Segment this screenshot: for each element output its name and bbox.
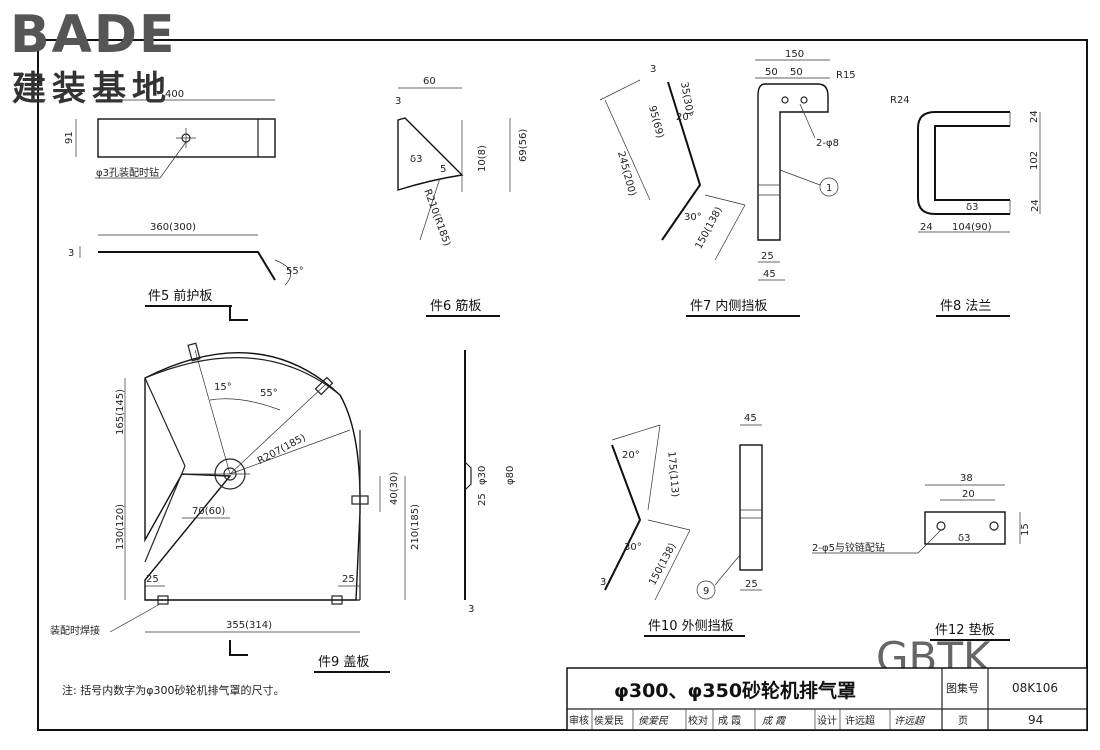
p7-holes: 2-φ8 <box>816 138 839 149</box>
p10-angle20: 20° <box>622 450 640 461</box>
part12: 38 20 δ3 15 2-φ5与铰链配钻 件12 垫板 <box>812 473 1031 641</box>
part5: 400 91 φ3孔装配时钻 360(300) 3 55° 件5 前护板 <box>64 89 304 307</box>
p6-dim-h2: 69(56) <box>518 129 529 162</box>
p9-caption: 件9 盖板 <box>318 655 369 670</box>
p12-holes-note: 2-φ5与铰链配钻 <box>812 541 885 554</box>
drawing-title: φ300、φ350砂轮机排气罩 <box>614 679 856 702</box>
p12-thk: δ3 <box>958 533 970 544</box>
p5-dim-bend: 360(300) <box>150 222 196 233</box>
p7-dim-50b: 50 <box>790 67 803 78</box>
p9-angle15: 15° <box>214 382 232 393</box>
part10: 20° 175(113) 30° 150(138) 3 45 9 25 件10 … <box>600 413 763 637</box>
p5-dim-thk: 3 <box>68 248 74 259</box>
p10-dim-25: 25 <box>745 579 758 590</box>
tb-page-label: 页 <box>958 715 968 727</box>
p9-dim-25b: 25 <box>342 574 355 585</box>
p8-dim-102: 102 <box>1029 151 1040 170</box>
p10-dim-3: 3 <box>600 577 606 588</box>
p6-thk: δ3 <box>410 154 422 165</box>
tb-reviewer-sig: 侯爱民 <box>638 715 669 727</box>
p9-weld-note: 装配时焊接 <box>50 624 100 637</box>
p7-dim-3: 3 <box>650 64 656 75</box>
p7-dim-95: 95(69) <box>646 105 665 140</box>
p9-angle55: 55° <box>260 388 278 399</box>
p12-dim-15: 15 <box>1020 523 1031 536</box>
side-d30: φ30 <box>477 466 488 485</box>
tb-designer-sig: 许远超 <box>894 715 926 727</box>
p12-caption: 件12 垫板 <box>935 622 995 638</box>
p12-dim-38: 38 <box>960 473 973 484</box>
p8-thk: δ3 <box>966 202 978 213</box>
p10-angle30: 30° <box>624 542 642 553</box>
logo-brand: BADE <box>10 5 177 65</box>
p9-dim-355: 355(314) <box>226 620 272 631</box>
p9-dim-210: 210(185) <box>410 504 421 550</box>
p7-dim-45: 45 <box>763 269 776 280</box>
p9-dim-40: 40(30) <box>389 472 400 505</box>
side-d3: 3 <box>468 604 474 615</box>
title-block: φ300、φ350砂轮机排气罩 图集号 08K106 审核 侯爱民 侯爱民 校对… <box>566 667 1088 731</box>
p8-caption: 件8 法兰 <box>940 299 991 314</box>
tb-page-no: 94 <box>1028 713 1043 727</box>
p8-dim-24a: 24 <box>1029 110 1040 123</box>
logo-subtitle: 建装基地 <box>12 69 172 109</box>
p6-dim-h1: 10(8) <box>477 145 488 172</box>
side-d80: φ80 <box>505 466 516 485</box>
tb-designer: 许远超 <box>845 714 875 727</box>
p5-caption: 件5 前护板 <box>148 288 212 304</box>
p7-r15: R15 <box>836 70 856 81</box>
p10-caption: 件10 外侧挡板 <box>648 619 734 634</box>
tb-review: 审核 <box>569 714 589 727</box>
p8-dim-24b: 24 <box>1030 199 1041 212</box>
tb-reviewer: 侯爱民 <box>594 714 624 727</box>
p5-dim-angle: 55° <box>286 266 304 277</box>
p9-dim-25a: 25 <box>146 574 159 585</box>
p10-dim-150: 150(138) <box>647 541 678 587</box>
tb-checker-sig: 成 霞 <box>762 715 786 727</box>
p5-hole-note: φ3孔装配时钻 <box>96 166 159 179</box>
part8: R24 24 102 24 δ3 24 104(90) 件8 法兰 <box>890 95 1041 317</box>
p8-r24: R24 <box>890 95 910 106</box>
tb-design: 设计 <box>817 714 837 727</box>
p6-dim-top: 60 <box>423 76 436 87</box>
p6-dim-r: R210(R185) <box>421 188 452 248</box>
p9-dim-165: 165(145) <box>115 389 126 435</box>
p7-dim-245: 245(200) <box>615 150 638 197</box>
p10-dim-175: 175(113) <box>665 451 680 498</box>
p7-caption: 件7 内侧挡板 <box>690 298 767 314</box>
p7-dim-150b: 150 <box>785 49 804 60</box>
p9-r207: R207(185) <box>256 432 308 467</box>
p8-dim-24c: 24 <box>920 222 933 233</box>
p6-dim-5: 5 <box>440 164 446 175</box>
p7-dim-25: 25 <box>761 251 774 262</box>
p6-caption: 件6 筋板 <box>430 298 481 314</box>
p6-dim-small: 3 <box>395 96 401 107</box>
p7-callout: 1 <box>826 183 832 194</box>
logo: BADE 建装基地 <box>10 5 177 109</box>
atlas-no: 08K106 <box>1012 681 1058 695</box>
p5-dim-height: 91 <box>64 131 75 144</box>
p7-angle-bot: 30° <box>684 212 702 223</box>
p5-dim-width: 400 <box>165 89 184 100</box>
p10-callout: 9 <box>703 586 709 597</box>
part6: 60 3 δ3 5 10(8) 69(56) R210(R185) 件6 筋板 <box>395 76 529 317</box>
p7-angle-top: 20° <box>676 112 694 123</box>
part9: 15° 55° R207(185) 165(145) 130(120) 70(6… <box>50 305 421 673</box>
atlas-label: 图集号 <box>946 681 979 695</box>
sheet-border <box>37 39 1088 731</box>
part7: 3 35(30) 95(69) 245(200) 20° 30° 150(138… <box>599 49 856 317</box>
p7-dim-35: 35(30) <box>678 81 695 116</box>
p9-dim-130: 130(120) <box>115 504 126 550</box>
p10-dim-45: 45 <box>744 413 757 424</box>
tb-checker: 成 霞 <box>718 715 741 727</box>
side-d25: 25 <box>477 493 488 506</box>
p9-dim-70: 70(60) <box>192 506 225 517</box>
side-view: φ30 φ80 25 3 <box>464 350 516 615</box>
p7-dim-50a: 50 <box>765 67 778 78</box>
p12-dim-20: 20 <box>962 489 975 500</box>
tb-check: 校对 <box>688 714 708 727</box>
p8-dim-104: 104(90) <box>952 222 992 233</box>
footnote: 注: 括号内数字为φ300砂轮机排气罩的尺寸。 <box>62 683 284 697</box>
